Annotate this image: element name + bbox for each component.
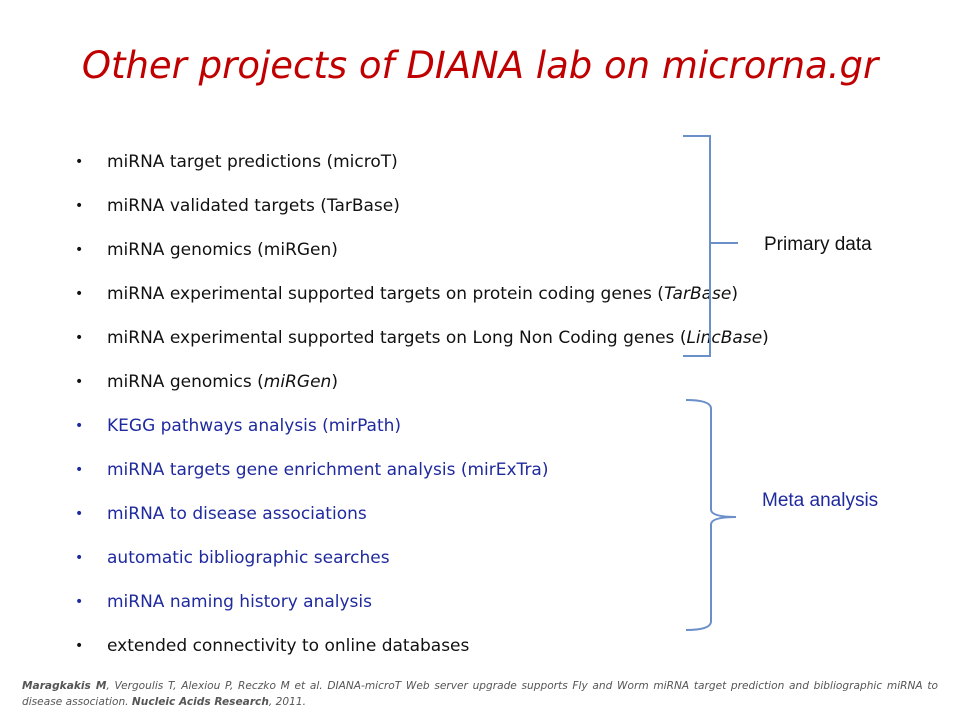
list-item: • automatic bibliographic searches	[75, 544, 769, 588]
bullet-list: • miRNA target predictions (microT) • mi…	[75, 148, 769, 676]
list-item: • extended connectivity to online databa…	[75, 632, 769, 676]
bullet-text: miRNA targets gene enrichment analysis (…	[107, 460, 549, 480]
bullet-dot-icon: •	[75, 550, 84, 566]
list-item: • miRNA validated targets (TarBase)	[75, 192, 769, 236]
bullet-text: KEGG pathways analysis (mirPath)	[107, 416, 402, 436]
primary-data-label: Primary data	[764, 234, 872, 255]
citation-authors: Maragkakis M	[22, 680, 107, 692]
bullet-text: automatic bibliographic searches	[107, 548, 390, 568]
list-item: • miRNA naming history analysis	[75, 588, 769, 632]
slide-title: Other projects of DIANA lab on microrna.…	[81, 44, 879, 87]
bullet-dot-icon: •	[75, 374, 84, 390]
bullet-text: miRNA to disease associations	[107, 504, 367, 524]
bullet-text-italic: miRGen	[263, 372, 332, 392]
list-item: • miRNA target predictions (microT)	[75, 148, 769, 192]
bullet-text-end: )	[762, 328, 769, 348]
bullet-dot-icon: •	[75, 242, 84, 258]
bullet-text: miRNA genomics (	[107, 372, 264, 392]
bullet-dot-icon: •	[75, 286, 84, 302]
bullet-text: miRNA experimental supported targets on …	[107, 328, 687, 348]
bullet-text: extended connectivity to online database…	[107, 636, 470, 656]
bullet-text: miRNA genomics (miRGen)	[107, 240, 338, 260]
list-item: • miRNA to disease associations	[75, 500, 769, 544]
bullet-dot-icon: •	[75, 638, 84, 654]
bullet-dot-icon: •	[75, 154, 84, 170]
meta-analysis-brace	[685, 399, 737, 631]
meta-analysis-label: Meta analysis	[762, 490, 879, 511]
list-item: • miRNA experimental supported targets o…	[75, 324, 769, 368]
list-item: • miRNA genomics (miRGen)	[75, 236, 769, 280]
bullet-text: miRNA validated targets (TarBase)	[107, 196, 400, 216]
bullet-text: miRNA naming history analysis	[107, 592, 372, 612]
citation: Maragkakis M, Vergoulis T, Alexiou P, Re…	[22, 678, 938, 710]
bullet-dot-icon: •	[75, 506, 84, 522]
citation-year: , 2011.	[268, 696, 306, 708]
bullet-dot-icon: •	[75, 594, 84, 610]
citation-text: , Vergoulis T, Alexiou P, Reczko M et al…	[22, 680, 938, 708]
bullet-text: miRNA target predictions (microT)	[107, 152, 398, 172]
bullet-text: miRNA experimental supported targets on …	[107, 284, 664, 304]
primary-data-brace	[683, 135, 738, 357]
citation-journal: Nucleic Acids Research	[131, 696, 269, 708]
bullet-dot-icon: •	[75, 418, 84, 434]
bullet-text-end: )	[331, 372, 338, 392]
bullet-dot-icon: •	[75, 198, 84, 214]
bullet-text-italic: TarBase	[663, 284, 732, 304]
bullet-dot-icon: •	[75, 462, 84, 478]
list-item: • KEGG pathways analysis (mirPath)	[75, 412, 769, 456]
list-item: • miRNA targets gene enrichment analysis…	[75, 456, 769, 500]
list-item: • miRNA experimental supported targets o…	[75, 280, 769, 324]
bullet-text-italic: LincBase	[686, 328, 763, 348]
list-item: • miRNA genomics (miRGen)	[75, 368, 769, 412]
bullet-dot-icon: •	[75, 330, 84, 346]
bullet-text-end: )	[731, 284, 738, 304]
